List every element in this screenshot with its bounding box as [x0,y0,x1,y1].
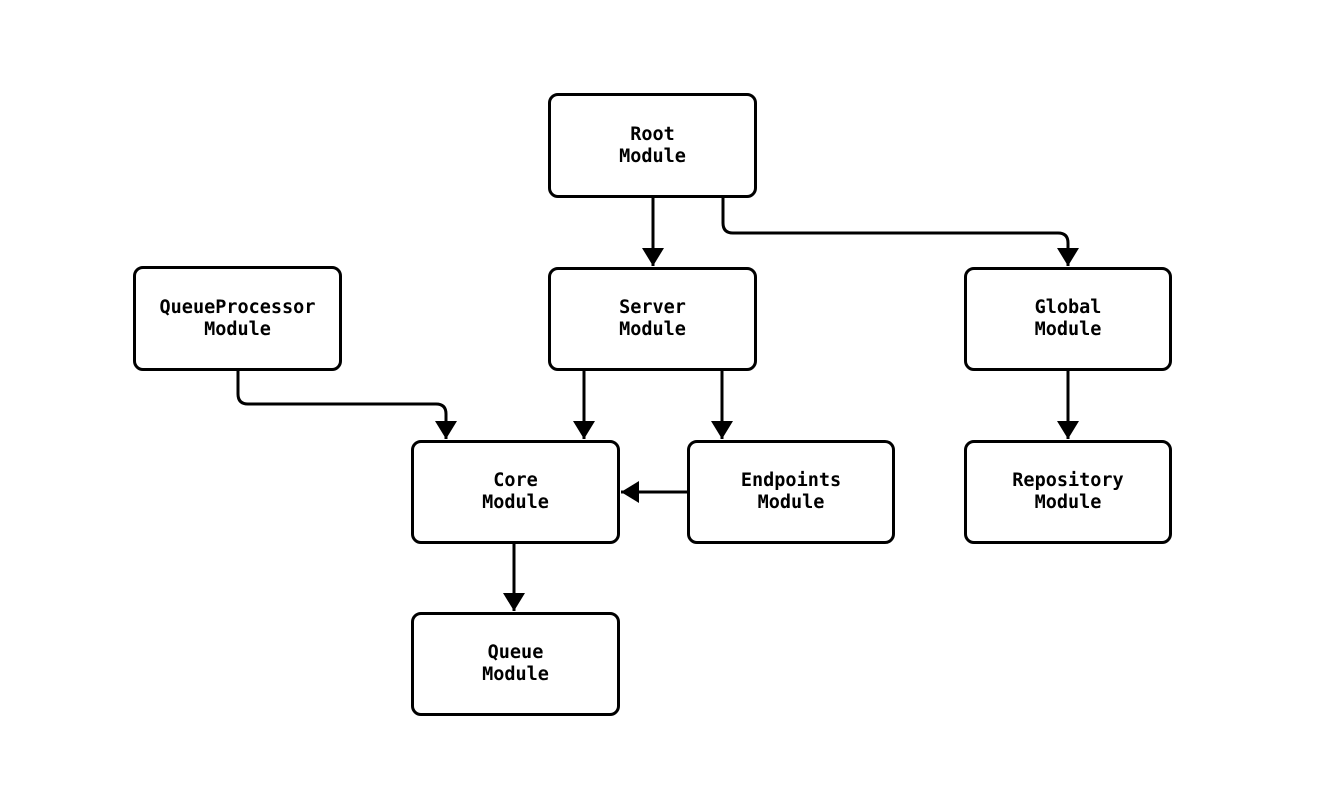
edge-root-global [721,198,1079,266]
node-label-queue: Queue Module [482,642,549,685]
node-queueprocessor: QueueProcessor Module [133,266,342,371]
node-core: Core Module [411,440,620,544]
node-label-repository: Repository Module [1012,470,1124,513]
node-label-global: Global Module [1034,297,1102,340]
node-server: Server Module [548,267,757,371]
node-global: Global Module [964,267,1172,371]
node-queue: Queue Module [411,612,620,716]
node-endpoints: Endpoints Module [687,440,895,544]
node-label-root: Root Module [619,123,686,167]
node-root: Root Module [548,93,757,198]
node-repository: Repository Module [964,440,1172,544]
node-label-core: Core Module [482,470,549,513]
node-label-endpoints: Endpoints Module [740,470,842,513]
edge-queueprocessor-core [236,371,457,439]
node-label-queueprocessor: QueueProcessor Module [159,296,316,340]
node-label-server: Server Module [619,297,686,340]
